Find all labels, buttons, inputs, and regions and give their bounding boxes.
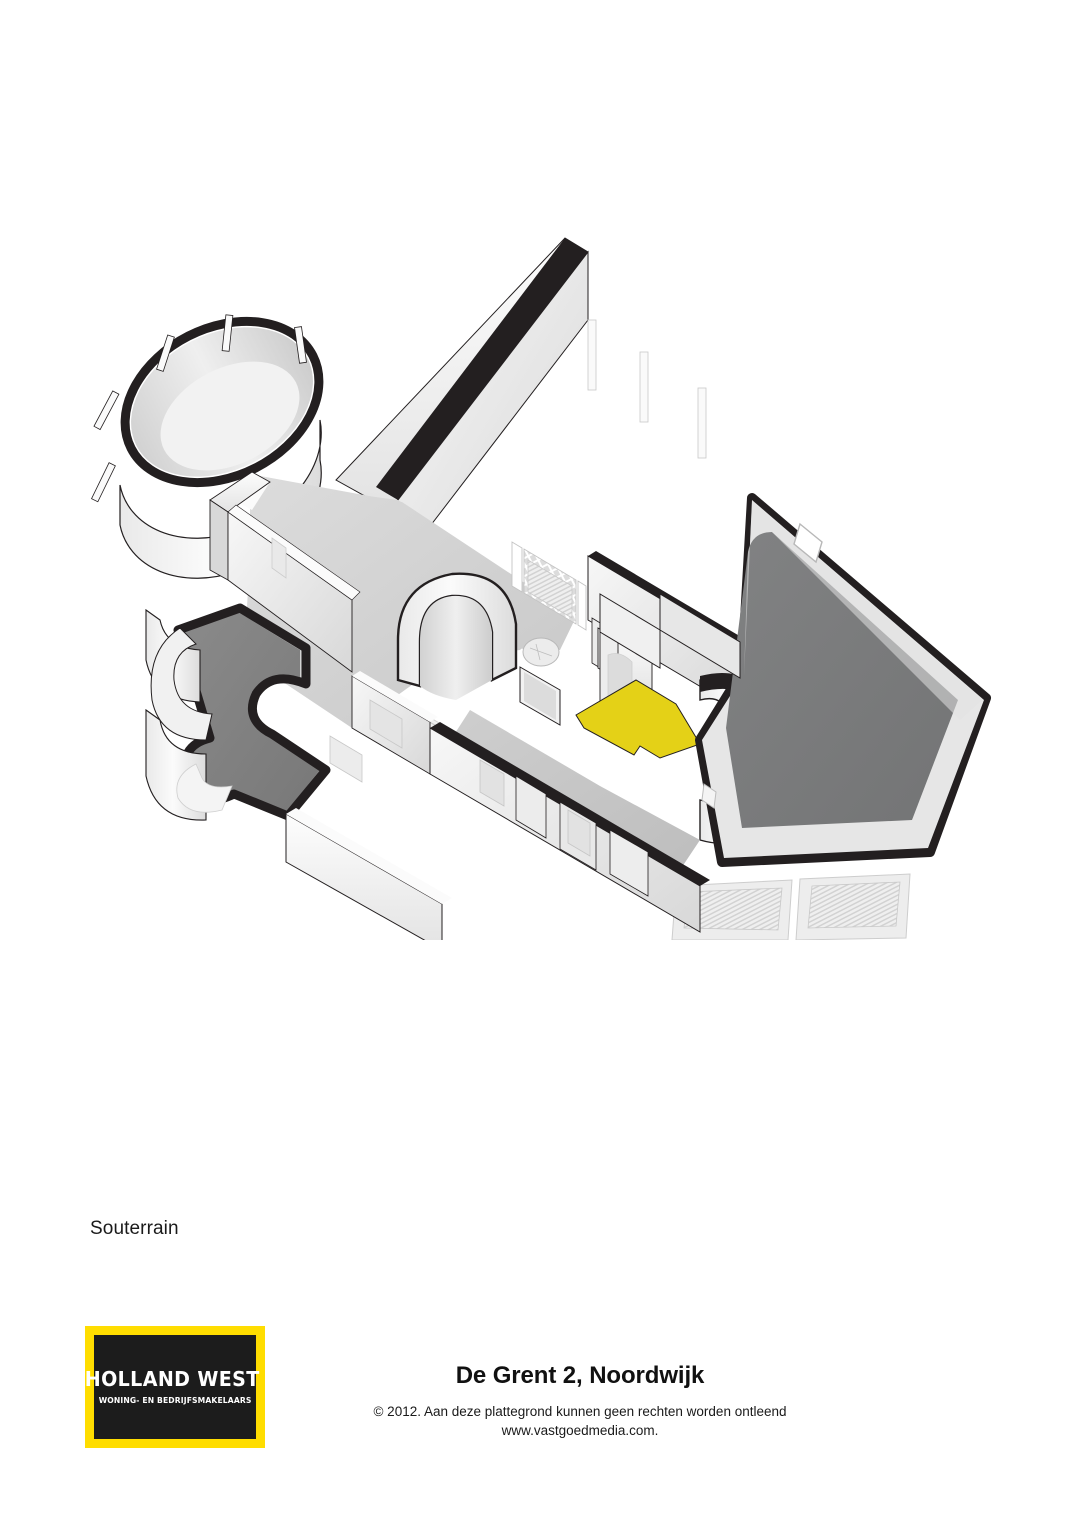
brand-logo: HOLLAND WEST. WONING- EN BEDRIJFSMAKELAA…: [85, 1326, 265, 1448]
brand-name: HOLLAND WEST.: [85, 1369, 265, 1390]
brand-name-text: HOLLAND WEST: [85, 1367, 258, 1392]
brand-name-dot: .: [257, 1367, 265, 1392]
plan-geometry: [91, 237, 991, 940]
fence-posts: [91, 314, 307, 503]
corridor: [429, 710, 710, 933]
garage-window: [793, 522, 823, 564]
floor-label: Souterrain: [90, 1218, 179, 1239]
copyright-line-2: www.vastgoedmedia.com.: [501, 1423, 659, 1439]
garage-door-left: [671, 879, 793, 940]
north-exterior-wall: [335, 237, 589, 570]
floorplan-illustration: [0, 180, 1080, 940]
copyright-block: © 2012. Aan deze plattegrond kunnen geen…: [300, 1402, 860, 1440]
floorplan-svg: [91, 237, 991, 940]
garage-door-right: [795, 873, 911, 940]
copyright-line-1: © 2012. Aan deze plattegrond kunnen geen…: [373, 1404, 787, 1419]
footer: HOLLAND WEST. WONING- EN BEDRIJFSMAKELAA…: [0, 1320, 1080, 1500]
radiator: [527, 559, 573, 619]
brand-logo-panel: HOLLAND WEST. WONING- EN BEDRIJFSMAKELAA…: [85, 1335, 264, 1439]
lower-left-room: [145, 603, 452, 940]
north-fence-posts: [587, 319, 707, 459]
west-internal-wall: [209, 471, 361, 673]
property-title: De Grent 2, Noordwijk: [455, 1362, 705, 1389]
central-left-room: [329, 671, 438, 783]
garage: [671, 493, 991, 940]
highlighted-floor-area: [575, 679, 701, 759]
north-east-wall-stub: [599, 593, 741, 679]
brand-tagline: WONING- EN BEDRIJFSMAKELAARS: [98, 1394, 252, 1405]
footer-text-block: De Grent 2, Noordwijk © 2012. Aan deze p…: [300, 1362, 860, 1440]
garage-side-door: [701, 783, 717, 809]
north-wall-interior: [511, 541, 587, 631]
